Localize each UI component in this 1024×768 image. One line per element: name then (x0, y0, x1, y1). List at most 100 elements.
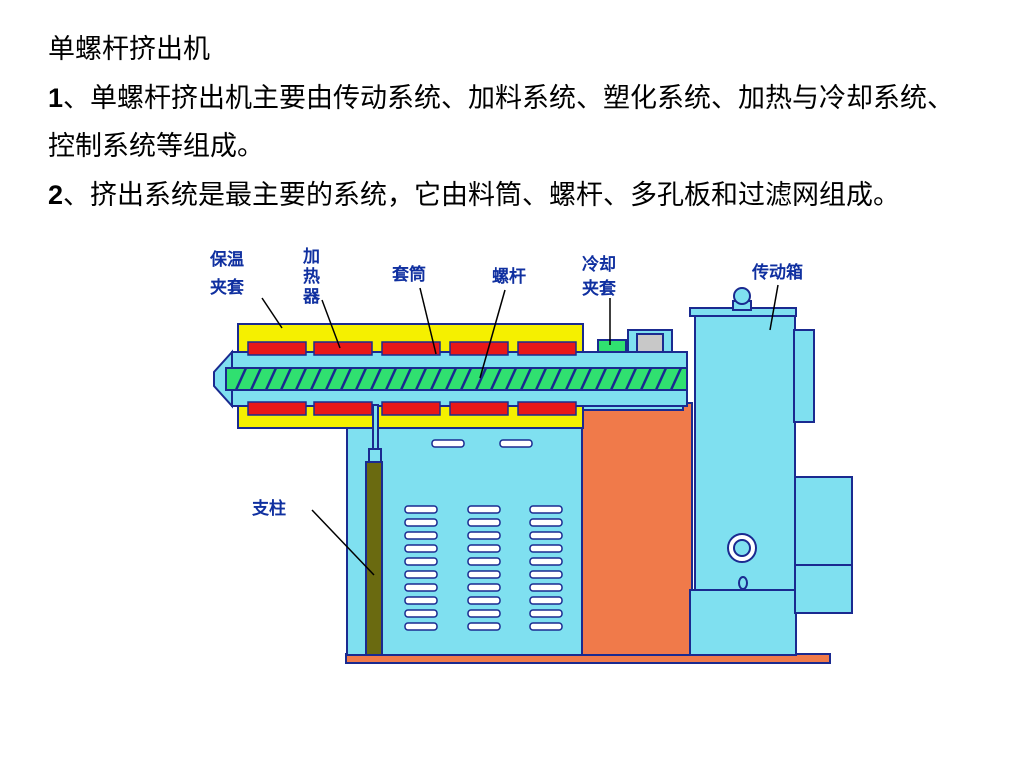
screw-flight-25 (594, 367, 608, 391)
vent-col2-row8 (467, 596, 501, 605)
screw-flight-6 (309, 367, 323, 391)
label-cooling-1: 冷却 (582, 254, 616, 275)
hopper-section (581, 402, 693, 656)
screw-flight-19 (504, 367, 518, 391)
screw-flight-28 (639, 367, 653, 391)
vent-col1-row2 (404, 518, 438, 527)
screw-flight-20 (519, 367, 533, 391)
label-support: 支柱 (252, 498, 286, 519)
vent-col3-row4 (529, 544, 563, 553)
vent-col1-row5 (404, 557, 438, 566)
vent-col3-row1 (529, 505, 563, 514)
paragraph-2-text: 、挤出系统是最主要的系统，它由料筒、螺杆、多孔板和过滤网组成。 (63, 180, 901, 211)
screw-flight-5 (294, 367, 308, 391)
label-insulation-1: 保温 (209, 249, 244, 270)
vent-col3-row5 (529, 557, 563, 566)
screw-flight-30 (669, 367, 683, 391)
screw-flight-21 (534, 367, 548, 391)
label-heater-1: 加 (302, 247, 320, 267)
screw-flight-9 (354, 367, 368, 391)
vent-col3-row8 (529, 596, 563, 605)
support-post (365, 461, 383, 656)
vent-col2-row6 (467, 570, 501, 579)
vent-top-2 (499, 439, 533, 448)
leader-gearbox (769, 284, 779, 331)
paragraph-2-number: 2 (48, 180, 64, 210)
screw-flight-23 (564, 367, 578, 391)
label-heater-3: 器 (302, 287, 321, 307)
vent-top-1 (431, 439, 465, 448)
gearbox-shaft-inner (733, 539, 751, 557)
screw-flight-13 (414, 367, 428, 391)
screw-flight-11 (384, 367, 398, 391)
screw-flight-22 (549, 367, 563, 391)
label-heater-2: 热 (303, 266, 320, 287)
screw-flight-14 (429, 367, 443, 391)
heater-band-top-3 (381, 341, 441, 356)
screw-flight-17 (474, 367, 488, 391)
vent-col2-row10 (467, 622, 501, 631)
gearbox-flange (793, 329, 815, 423)
label-cooling-2: 夹套 (582, 278, 617, 299)
vent-col2-row4 (467, 544, 501, 553)
heater-band-top-5 (517, 341, 577, 356)
vent-col2-row7 (467, 583, 501, 592)
screw-flight-24 (579, 367, 593, 391)
gearbox-base (689, 589, 797, 656)
support-rod (372, 404, 379, 456)
screw-flight-26 (609, 367, 623, 391)
screw-flight-29 (654, 367, 668, 391)
vent-col3-row6 (529, 570, 563, 579)
vent-col1-row7 (404, 583, 438, 592)
vent-col1-row6 (404, 570, 438, 579)
screw-flight-18 (489, 367, 503, 391)
leader-support (311, 509, 375, 576)
leader-heater (321, 299, 341, 349)
vent-col3-row3 (529, 531, 563, 540)
label-insulation-2: 夹套 (210, 277, 245, 298)
vent-col1-row1 (404, 505, 438, 514)
heater-band-bottom-4 (449, 401, 509, 416)
heater-band-bottom-2 (313, 401, 373, 416)
vent-col3-row10 (529, 622, 563, 631)
leader-insulation (261, 297, 283, 329)
label-barrel: 套筒 (391, 264, 426, 285)
paragraph-1-text: 、单螺杆挤出机主要由传动系统、加料系统、塑化系统、加热与冷却系统、控制系统等组成… (48, 83, 955, 162)
heater-band-bottom-3 (381, 401, 441, 416)
drain-plug (738, 576, 748, 590)
vent-col2-row9 (467, 609, 501, 618)
motor-lower (794, 564, 853, 614)
vent-col2-row1 (467, 505, 501, 514)
vent-col2-row2 (467, 518, 501, 527)
screw-flight-1 (234, 367, 248, 391)
support-clamp (368, 448, 382, 464)
slide-text: 单螺杆挤出机 1、单螺杆挤出机主要由传动系统、加料系统、塑化系统、加热与冷却系统… (48, 26, 978, 220)
vent-col1-row3 (404, 531, 438, 540)
slide-title: 单螺杆挤出机 (48, 34, 210, 65)
vent-col3-row9 (529, 609, 563, 618)
screw-flight-10 (369, 367, 383, 391)
screw-shaft (225, 367, 688, 391)
lift-eye (733, 287, 751, 305)
heater-band-top-4 (449, 341, 509, 356)
screw-flight-4 (279, 367, 293, 391)
heater-band-bottom-5 (517, 401, 577, 416)
vent-col2-row5 (467, 557, 501, 566)
screw-flight-7 (324, 367, 338, 391)
vent-col1-row9 (404, 609, 438, 618)
label-gearbox: 传动箱 (751, 262, 803, 283)
leader-screw (479, 289, 506, 379)
vent-col2-row3 (467, 531, 501, 540)
vent-col3-row7 (529, 583, 563, 592)
paragraph-2: 2、挤出系统是最主要的系统，它由料筒、螺杆、多孔板和过滤网组成。 (48, 171, 978, 220)
paragraph-1-number: 1 (48, 83, 64, 113)
paragraph-1: 1、单螺杆挤出机主要由传动系统、加料系统、塑化系统、加热与冷却系统、控制系统等组… (48, 74, 978, 171)
heater-band-bottom-1 (247, 401, 307, 416)
screw-flight-8 (339, 367, 353, 391)
label-screw: 螺杆 (492, 267, 526, 287)
vent-col1-row10 (404, 622, 438, 631)
vent-col1-row8 (404, 596, 438, 605)
heater-band-top-2 (313, 341, 373, 356)
screw-flight-15 (444, 367, 458, 391)
